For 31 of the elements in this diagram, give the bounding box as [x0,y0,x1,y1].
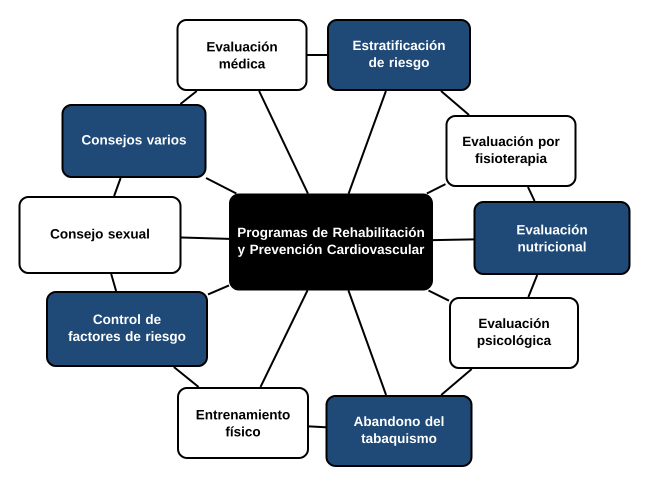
connector-line [440,368,472,396]
connector-line [180,90,198,105]
connector-line [260,290,308,388]
connector-line [308,54,327,56]
connector-line [208,284,230,296]
topic-box: Entrenamiento físico [177,387,309,459]
connector-line [348,90,387,194]
topic-box: Evaluación nutricional [474,201,630,275]
connector-line [113,178,122,196]
topic-box: Evaluación médica [176,19,308,91]
topic-box: Abandono del tabaquismo [326,395,472,467]
connector-line [173,366,200,388]
connector-line [181,236,230,240]
connector-line [308,425,326,428]
connector-line [440,90,470,116]
central-box: Programas de Rehabilitación y Prevención Cardiovascular [229,194,433,290]
topic-box: Consejos varios [62,104,206,178]
topic-box: Consejo sexual [18,196,182,274]
connector-line [432,238,474,242]
connector-line [527,274,538,298]
topic-box: Evaluación psicológica [449,297,579,369]
topic-box: Evaluación por fisioterapia [446,115,576,187]
connector-line [110,274,118,292]
topic-box: Estratificación de riesgo [327,19,471,91]
connector-line [428,290,450,302]
connector-line [527,186,536,202]
topic-box: Control de factores de riesgo [46,291,208,367]
connector-line [348,290,388,396]
connector-line [426,183,446,194]
connector-line [258,90,309,194]
connector-line [206,177,237,194]
